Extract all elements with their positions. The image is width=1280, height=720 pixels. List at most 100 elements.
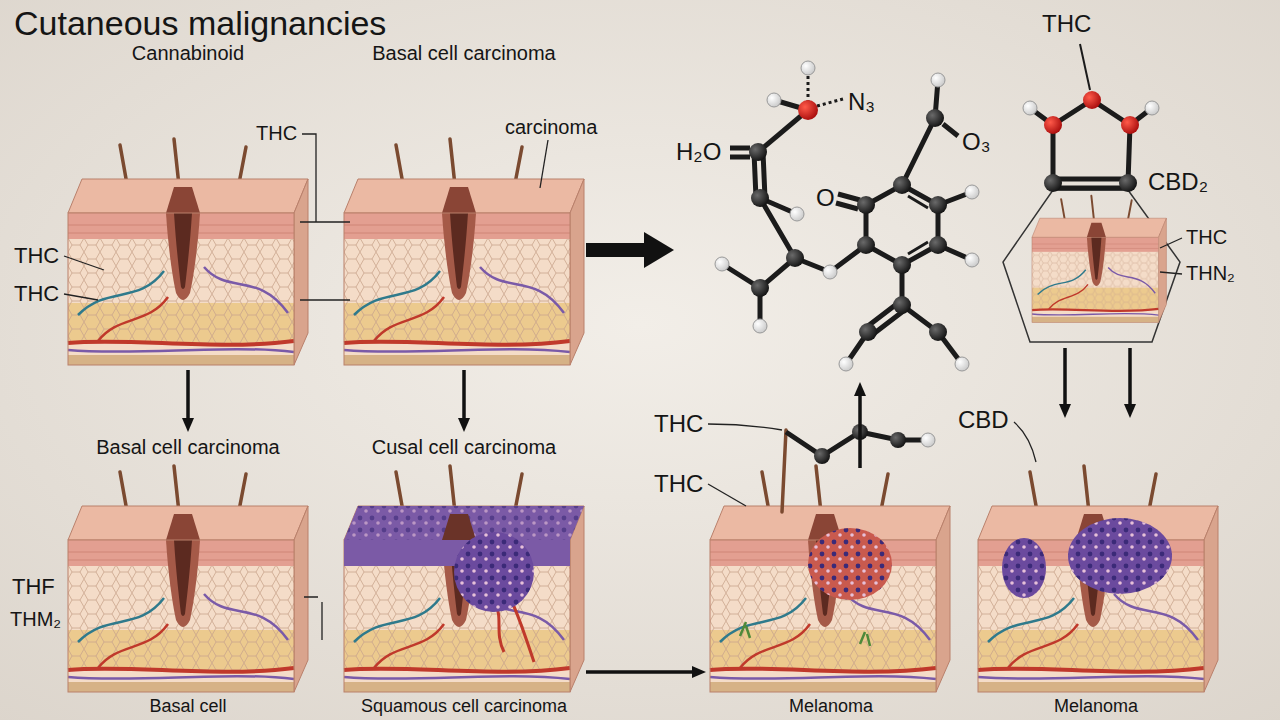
arrow-connector xyxy=(858,396,862,468)
arrow-connector xyxy=(462,370,466,418)
annotation-label: THC xyxy=(654,410,703,438)
annotation-label: THM₂ xyxy=(10,608,61,631)
molecule-model xyxy=(857,196,875,214)
cannabinoid-molecule-group xyxy=(1053,125,1130,183)
leader-line xyxy=(64,256,104,270)
melanoma-lesion xyxy=(808,528,892,600)
melanoma-lesion xyxy=(1002,538,1046,598)
cannabinoid-molecule-group xyxy=(1121,116,1139,134)
molecule-model xyxy=(790,207,804,221)
node-text: Squamous cell carcinoma xyxy=(344,696,584,717)
melanoma-lesion xyxy=(1068,518,1172,594)
melanoma-block: Melanoma xyxy=(976,420,1216,718)
molecule-model xyxy=(926,109,944,127)
squamous-tumor xyxy=(344,506,584,540)
arrow-connector xyxy=(1128,348,1132,404)
squamous-tumor xyxy=(454,532,534,612)
squamous-tumor xyxy=(344,506,584,662)
molecule-model xyxy=(798,100,818,120)
leader-line xyxy=(64,294,98,300)
arrow-connector xyxy=(186,370,190,418)
molecule-model xyxy=(929,196,947,214)
squamous-tumor xyxy=(454,532,534,612)
molecule-model xyxy=(902,80,958,185)
leader-line xyxy=(540,140,548,188)
skin-block-illustration xyxy=(68,139,1218,692)
cannabinoid-molecule-group xyxy=(1119,174,1137,192)
melanoma-lesion xyxy=(1068,518,1172,594)
node-text: O xyxy=(816,184,842,212)
molecule-model xyxy=(859,323,877,341)
molecule-fragment xyxy=(814,448,830,464)
leader-line xyxy=(300,134,350,222)
molecule-model xyxy=(730,148,750,157)
melanoma-lesion xyxy=(740,430,892,646)
molecule-model xyxy=(839,357,853,371)
skin-block-illustration xyxy=(68,466,308,692)
annotation-label: THC xyxy=(654,470,703,498)
node-text: THC xyxy=(1042,10,1106,38)
molecule-model xyxy=(955,357,969,371)
molecule-structure: H₂ON₃OO₃ xyxy=(676,60,1002,380)
molecule-model xyxy=(908,196,928,254)
annotation-label: carcinoma xyxy=(505,116,597,139)
leader-line xyxy=(708,424,782,430)
cannabinoid-molecule-group xyxy=(1083,91,1101,109)
skin-block: Cannabinoid xyxy=(68,40,308,368)
diagram-title: Cutaneous malignancies xyxy=(14,4,386,43)
node-text: Cusal cell carcinoma xyxy=(344,436,584,459)
cannabinoid-molecule-group xyxy=(1145,101,1159,115)
annotation-label: THN₂ xyxy=(1186,262,1235,285)
molecule-model xyxy=(786,249,804,267)
cannabinoid-molecule-group xyxy=(1032,196,1166,323)
melanoma-lesion xyxy=(782,430,786,512)
leader-line xyxy=(1160,272,1182,274)
skin-block-illustration xyxy=(344,466,584,692)
cannabinoid-molecule-group xyxy=(1023,101,1037,115)
molecule-model xyxy=(866,185,938,265)
molecule-model xyxy=(753,319,767,333)
molecule-model xyxy=(893,256,911,274)
cannabinoid-molecule-group xyxy=(1080,44,1090,90)
squamous-tumor xyxy=(344,506,584,540)
node-text: Melanoma xyxy=(976,696,1216,717)
node-text: Basal cell xyxy=(68,696,308,717)
skin-block: Basal cell carcinomaBasal cell xyxy=(68,434,308,718)
cannabinoid-molecule-group xyxy=(1044,116,1062,134)
skin-block: Basal cell carcinoma xyxy=(344,40,584,368)
cannabinoid-molecule-group xyxy=(1053,179,1128,188)
skin-block-illustration xyxy=(344,139,584,365)
arrow-connector xyxy=(586,670,692,674)
molecule-model xyxy=(751,279,769,297)
molecule-model xyxy=(931,73,945,87)
molecule-model xyxy=(801,61,815,75)
molecule-model xyxy=(893,296,911,314)
molecule-model xyxy=(823,265,837,279)
cannabinoid-molecule-group xyxy=(1044,174,1062,192)
annotation-label: THC xyxy=(14,243,59,268)
molecule-model xyxy=(836,194,860,209)
molecule-model xyxy=(722,258,795,326)
annotation-label: THC xyxy=(1186,226,1227,249)
skin-block-illustration xyxy=(978,466,1218,692)
leader-line xyxy=(300,299,350,300)
node-text: Basal cell carcinoma xyxy=(344,42,584,65)
molecule-model xyxy=(767,93,781,107)
molecule-model xyxy=(893,176,911,194)
leader-line xyxy=(64,134,1182,640)
node-text: O₃ xyxy=(962,128,1000,156)
molecule-model xyxy=(857,236,875,254)
squamous-tumor xyxy=(442,514,476,540)
arrow-connector xyxy=(586,243,644,257)
molecule-model xyxy=(715,61,979,371)
molecule-fragment xyxy=(890,432,906,448)
leader-line xyxy=(1014,422,1036,462)
node-text: Cannabinoid xyxy=(68,42,308,65)
molecule-model xyxy=(760,198,797,258)
molecule-model xyxy=(722,80,972,364)
cannabinoid-molecule-group xyxy=(1003,190,1180,342)
